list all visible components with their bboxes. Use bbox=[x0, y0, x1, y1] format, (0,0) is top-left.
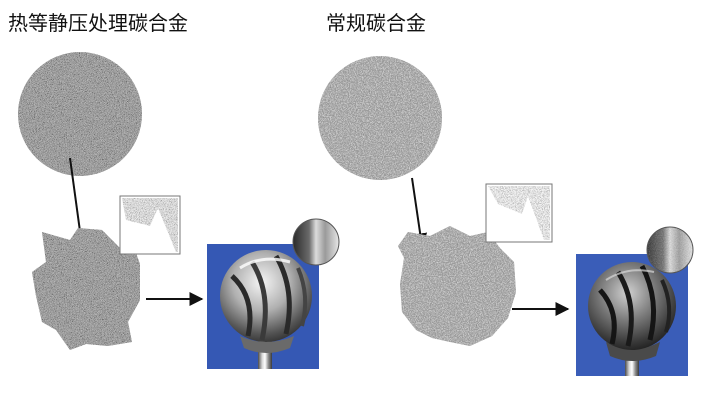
conventional-panel bbox=[318, 56, 694, 376]
hip-edge-zoom bbox=[292, 218, 340, 266]
conventional-edge-zoom bbox=[646, 226, 694, 274]
hip-powder-disc bbox=[18, 52, 142, 176]
panel-title-hip: 热等静压处理碳合金 bbox=[8, 11, 188, 35]
conventional-inset bbox=[485, 183, 553, 243]
conventional-tool-photo bbox=[576, 254, 688, 376]
conventional-cross-section bbox=[398, 226, 516, 346]
hip-inset bbox=[119, 195, 181, 255]
panel-title-conventional: 常规碳合金 bbox=[326, 11, 426, 35]
hip-tool-photo bbox=[207, 244, 319, 369]
conventional-powder-disc bbox=[318, 56, 442, 180]
hip-panel bbox=[18, 52, 340, 369]
